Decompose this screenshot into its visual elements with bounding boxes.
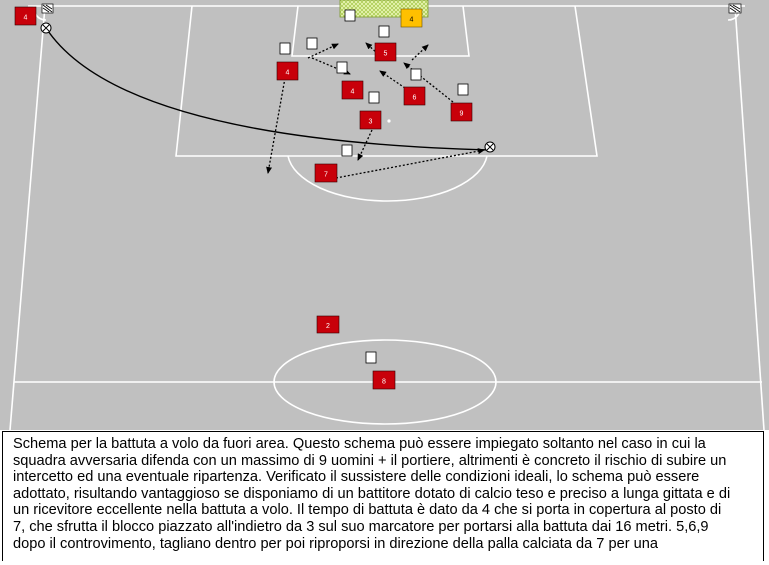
arrow-4-cover [266,77,286,174]
player-number: 4 [351,89,355,96]
caption-line: 7, che sfrutta il blocco piazzato all'in… [13,518,709,535]
player-number: 8 [382,379,386,386]
own-player-2: 2 [316,315,340,334]
own-player-9: 9 [450,102,473,122]
opponent-marker [279,42,291,55]
penalty-spot [387,119,391,123]
player-number: 5 [384,51,388,58]
caption-line: dopo il controvimento, tagliano dentro p… [13,535,658,552]
arrow-7-run [335,148,485,179]
own-player-6: 6 [403,86,426,106]
corner-flag-icon [728,3,742,14]
centre-circle [273,339,497,425]
own-player-8: 8 [372,370,396,390]
opponent-marker [378,25,390,38]
penalty-area [175,5,598,157]
movement-arrows [266,42,485,179]
player-number: 9 [460,111,464,118]
player-number: 7 [324,172,328,179]
opponent-marker [410,68,422,81]
opponent-marker [344,9,356,22]
player-number: 3 [369,119,373,126]
caption-line: intercetto ed una eventuale ripartenza. … [13,469,700,486]
ball-trajectory [45,27,491,151]
player-number: 4 [286,70,290,77]
arrow-5-cut [365,42,379,55]
caption-line: un ricevitore eccellente nella battuta a… [13,502,722,519]
own-player-5: 5 [374,42,397,62]
opponent-marker [368,91,380,104]
caption-line: Schema per la battuta a volo da fuori ar… [13,436,706,452]
player-number: 2 [326,323,330,330]
corner-flag-icon [41,3,54,14]
arrow-cut-b [311,57,351,75]
caption-line: adottato, risultando vantaggioso se disp… [13,485,731,502]
opponent-marker [336,61,348,74]
player-number: 4 [410,17,414,24]
opponent-marker [457,83,469,96]
own-player-3: 3 [359,110,382,130]
player-number: 6 [413,95,417,102]
arrow-cut-a [307,43,339,59]
football-icon [40,22,52,34]
own-player-4b: 4 [341,80,364,100]
arrow-3-block [357,129,373,161]
football-icon [484,141,496,153]
left-touchline [9,5,46,430]
goalkeeper: 4 [400,8,423,28]
player-number: 4 [24,15,28,22]
opponent-marker [365,351,377,364]
pitch-grass [0,0,769,430]
opponent-marker [306,37,318,50]
arrow-6-cut [379,70,406,89]
penalty-arc [287,155,488,202]
opponents [279,9,469,364]
right-touchline [734,5,765,430]
own-player-7: 7 [314,163,338,183]
own-player-4-corner: 4 [14,6,37,26]
opponent-marker [341,144,353,157]
caption-line: squadra avversaria difenda con un massim… [13,452,727,469]
football-pitch: 4 4 4 5 4 6 9 3 [0,0,769,430]
own-player-4: 4 [276,61,299,81]
caption-text: Schema per la battuta a volo da fuori ar… [2,431,764,561]
